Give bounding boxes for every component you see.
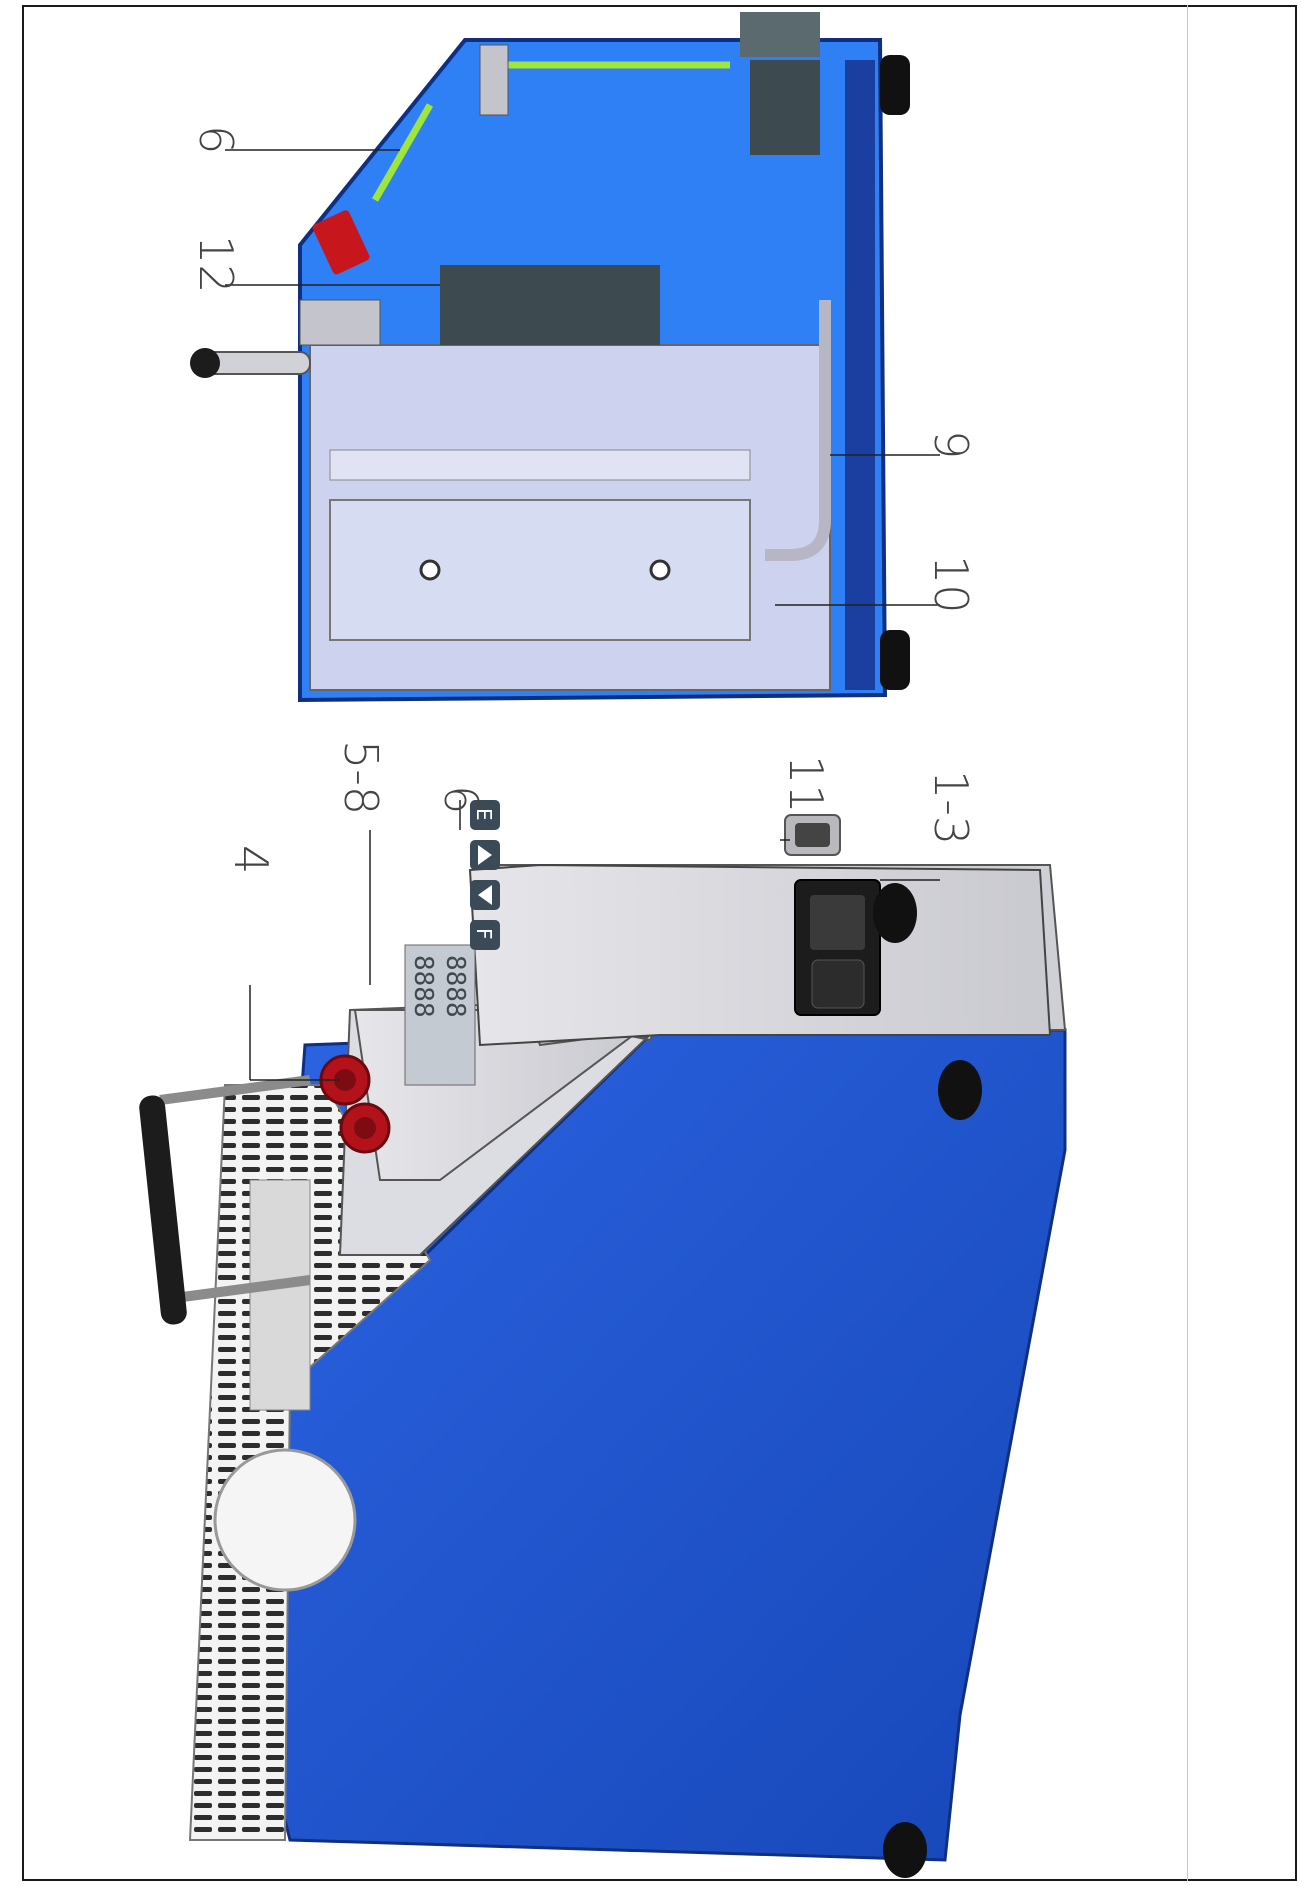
exterior-view: 8888 8888 F E bbox=[139, 800, 1067, 1878]
callout-11: 11 bbox=[779, 755, 833, 814]
probe-tube bbox=[765, 300, 831, 561]
callout-1-3: 1-3 bbox=[924, 770, 978, 845]
mount-screw-icon bbox=[419, 559, 441, 581]
rating-label bbox=[249, 1179, 311, 1411]
foot-bottom-icon bbox=[880, 630, 910, 690]
inner-block bbox=[329, 499, 751, 641]
carry-handle bbox=[139, 1075, 311, 1325]
callout-12: 12 bbox=[189, 235, 243, 294]
keypad: F E bbox=[470, 800, 500, 950]
key-e bbox=[470, 800, 500, 830]
iec-socket-icon bbox=[811, 959, 865, 1009]
callout-10: 10 bbox=[924, 555, 978, 614]
key-f bbox=[470, 920, 500, 950]
cutaway-view bbox=[190, 12, 910, 703]
power-inlet-module bbox=[794, 879, 881, 1016]
connector-block bbox=[750, 60, 820, 155]
arrow-down-icon bbox=[478, 845, 492, 865]
cutaway-handle bbox=[190, 348, 311, 378]
bracket-left bbox=[299, 299, 381, 346]
db9-port-icon bbox=[740, 12, 820, 57]
fan-opening bbox=[213, 1448, 357, 1592]
mount-screw-icon bbox=[649, 559, 671, 581]
callout-5-8: 5-8 bbox=[334, 740, 388, 815]
callouts: 1-3 4 5-8 6 11 6 12 9 10 bbox=[189, 125, 978, 874]
insulation-strip bbox=[329, 449, 751, 481]
display-top-digits: 8888 bbox=[440, 955, 470, 1018]
callout-6-top: 6 bbox=[189, 125, 243, 154]
drawing-frame bbox=[22, 5, 1297, 1881]
green-rod-2 bbox=[371, 103, 434, 202]
callout-9: 9 bbox=[924, 430, 978, 459]
foot-top-icon bbox=[880, 55, 910, 115]
control-module-12 bbox=[440, 265, 660, 345]
bottom-rail bbox=[845, 60, 875, 690]
key-f-label: F bbox=[472, 928, 496, 940]
red-terminals bbox=[319, 1054, 391, 1154]
red-fitting bbox=[312, 210, 370, 275]
arrow-up-icon bbox=[478, 885, 492, 905]
callout-leaders bbox=[225, 149, 940, 1081]
title-block-divider bbox=[1187, 5, 1188, 1881]
callout-6-panel: 6 bbox=[434, 785, 488, 814]
rubber-feet bbox=[873, 883, 982, 1878]
rear-panel-face bbox=[468, 863, 1052, 1047]
serial-connector bbox=[784, 814, 841, 856]
power-switch-icon bbox=[810, 895, 865, 950]
callout-4: 4 bbox=[224, 845, 278, 874]
key-e-label: E bbox=[472, 808, 496, 821]
display-bottom-digits: 8888 bbox=[408, 955, 438, 1018]
bracket-top bbox=[479, 44, 509, 116]
controller-display: 8888 8888 bbox=[404, 944, 476, 1086]
